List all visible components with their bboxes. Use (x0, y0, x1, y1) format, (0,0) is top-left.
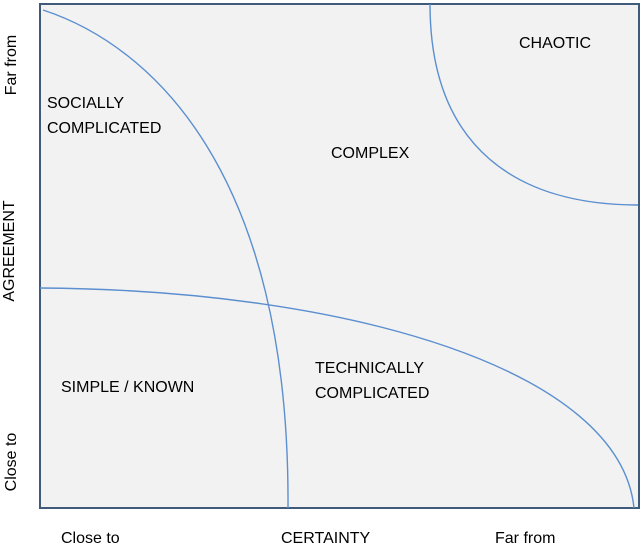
socially-complicated-label-line1: SOCIALLY (47, 95, 125, 112)
x-axis-title: CERTAINTY (281, 530, 371, 547)
chaotic-label: CHAOTIC (519, 35, 591, 52)
technically-complicated-label-line1: TECHNICALLY (315, 360, 425, 377)
socially-complicated-boundary-curve (42, 9, 289, 509)
technically-complicated-label-line2: COMPLICATED (315, 385, 430, 402)
x-axis-low-label: Close to (61, 530, 120, 547)
technically-complicated-boundary-curve (39, 287, 635, 509)
x-axis-high-label: Far from (495, 530, 556, 547)
socially-complicated-label-line2: COMPLICATED (47, 120, 162, 137)
technically-complicated-label: TECHNICALLY COMPLICATED (315, 356, 429, 406)
complex-label: COMPLEX (331, 145, 410, 162)
y-axis-low-label: Close to (3, 432, 20, 492)
simple-known-label: SIMPLE / KNOWN (61, 379, 195, 396)
y-axis-title: AGREEMENT (1, 200, 18, 302)
chaotic-boundary-curve (429, 3, 639, 206)
y-axis-high-label: Far from (3, 34, 20, 96)
plot-area (39, 3, 640, 509)
socially-complicated-label: SOCIALLY COMPLICATED (47, 91, 161, 141)
